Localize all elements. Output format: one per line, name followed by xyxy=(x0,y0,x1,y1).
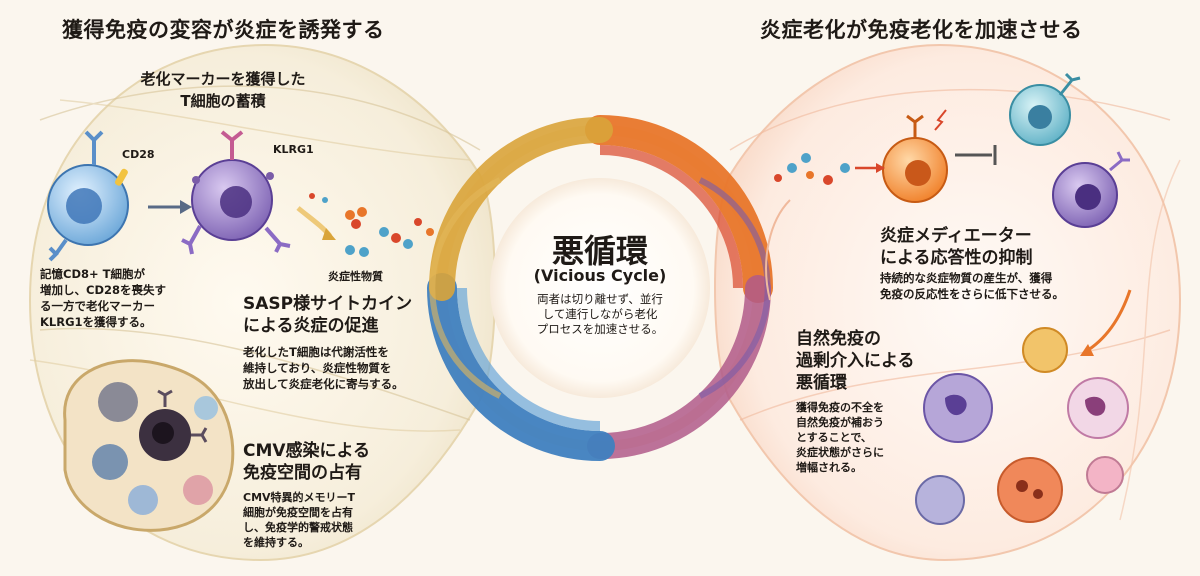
accumulation-body: 記憶CD8+ T細胞が 増加し、CD28を喪失す る一方で老化マーカー KLRG… xyxy=(40,266,166,330)
center-body-line2: して連行しながら老化 xyxy=(542,307,658,321)
sasp-body-line2: 維持しており、炎症性物質を xyxy=(243,361,392,375)
cmv-body-line1: CMV特異的メモリーT xyxy=(243,491,356,504)
sasp-title-line1: SASP様サイトカイン xyxy=(243,294,413,314)
sasp-body-line3: 放出して炎症老化に寄与する。 xyxy=(243,377,404,391)
mediator-body: 持続的な炎症物質の産生が、獲得 免疫の反応性をさらに低下させる。 xyxy=(880,270,1064,302)
left-heading: 獲得免疫の変容が炎症を誘発する xyxy=(62,18,385,42)
cmv-title-line1: CMV感染による xyxy=(243,441,371,461)
innate-body-line2: 自然免疫が補おう xyxy=(796,416,884,429)
innate-body-line4: 炎症状態がさらに xyxy=(796,446,884,459)
accumulation-body-line3: る一方で老化マーカー xyxy=(40,299,155,313)
accumulation-title-line1: 老化マーカーを獲得した xyxy=(140,70,306,88)
mediator-molecules-icon xyxy=(774,153,885,185)
arrow-head-icon xyxy=(180,200,192,214)
swirl-arc-blue xyxy=(427,273,615,461)
innate-title: 自然免疫の 過剰介入による 悪循環 xyxy=(796,328,915,394)
cd28-label: CD28 xyxy=(122,148,155,161)
innate-title-line2: 過剰介入による xyxy=(796,351,915,371)
innate-title-line3: 悪循環 xyxy=(796,373,847,393)
sasp-body-line1: 老化したT細胞は代謝活性を xyxy=(243,345,389,359)
accumulation-body-line2: 増加し、CD28を喪失す xyxy=(40,283,166,297)
innate-body: 獲得免疫の不全を 自然免疫が補おう とすることで、 炎症状態がさらに 増幅される… xyxy=(796,400,884,475)
cmv-t-cell-cluster xyxy=(63,359,235,532)
memory-t-cell-cd28 xyxy=(47,130,129,262)
accumulation-title: 老化マーカーを獲得した T細胞の蓄積 xyxy=(118,68,328,112)
mediator-title-line2: による応答性の抑制 xyxy=(880,248,1033,268)
innate-body-line5: 増幅される。 xyxy=(796,461,862,474)
mediator-title: 炎症メディエーター による応答性の抑制 xyxy=(880,225,1033,269)
accumulation-body-line4: KLRG1を獲得する。 xyxy=(40,315,152,329)
cd28-receptor-icon xyxy=(114,168,128,186)
flow-lines-right xyxy=(729,88,1181,521)
inflammatory-molecules-icon xyxy=(296,193,434,257)
right-heading: 炎症老化が免疫老化を加速させる xyxy=(760,18,1083,42)
cmv-body-line2: 細胞が免疫空間を占有 xyxy=(243,506,353,519)
innate-body-line1: 獲得免疫の不全を xyxy=(796,401,884,414)
cycle-arrow-icon xyxy=(1084,289,1132,354)
center-swirl xyxy=(427,115,773,461)
mediator-body-line2: 免疫の反応性をさらに低下させる。 xyxy=(880,287,1064,301)
adaptive-t-cell-purple xyxy=(1052,151,1130,228)
inflammatory-label: 炎症性物質 xyxy=(328,270,383,283)
cmv-body-line4: を維持する。 xyxy=(243,536,309,549)
sasp-body: 老化したT細胞は代謝活性を 維持しており、炎症性物質を 放出して炎症老化に寄与す… xyxy=(243,344,404,392)
innate-cell-icon xyxy=(1022,327,1068,373)
innate-title-line1: 自然免疫の xyxy=(796,329,881,349)
swirl-arc-gold xyxy=(429,117,613,301)
cmv-body-line3: し、免疫学的警戒状態 xyxy=(243,521,353,534)
cmv-title-line2: 免疫空間の占有 xyxy=(243,463,362,483)
center-title: 悪循環 xyxy=(551,232,648,270)
mediator-title-line1: 炎症メディエーター xyxy=(880,226,1032,246)
sasp-title-line2: による炎症の促進 xyxy=(243,316,379,336)
adaptive-t-cell-teal xyxy=(1009,72,1081,146)
cmv-body: CMV特異的メモリーT 細胞が免疫空間を占有 し、免疫学的警戒状態 を維持する。 xyxy=(243,490,355,550)
klrg1-label: KLRG1 xyxy=(273,143,314,156)
cmv-title: CMV感染による 免疫空間の占有 xyxy=(243,440,370,484)
klrg1-receptor-icon xyxy=(220,130,244,160)
center-body-line1: 両者は切り離せず、並行 xyxy=(537,292,663,306)
receptor-icon xyxy=(84,130,104,165)
mediator-body-line1: 持続的な炎症物質の産生が、獲得 xyxy=(880,271,1053,285)
swirl-arc-purple xyxy=(587,275,771,459)
center-body-line3: プロセスを加速させる。 xyxy=(536,322,664,336)
sasp-title: SASP様サイトカイン による炎症の促進 xyxy=(243,293,412,337)
innate-immune-cells xyxy=(915,327,1129,525)
accumulation-body-line1: 記憶CD8+ T細胞が xyxy=(40,267,145,281)
innate-body-line3: とすることで、 xyxy=(796,431,872,444)
senescent-t-cell-klrg1 xyxy=(181,130,291,255)
swirl-arc-orange xyxy=(585,115,773,303)
center-subtitle: (Vicious Cycle) xyxy=(533,266,667,285)
inflammatory-mediator-cell xyxy=(882,109,948,203)
center-disc xyxy=(490,178,710,398)
center-body: 両者は切り離せず、並行 して連行しながら老化 プロセスを加速させる。 xyxy=(500,292,700,337)
accumulation-title-line2: T細胞の蓄積 xyxy=(180,92,266,110)
